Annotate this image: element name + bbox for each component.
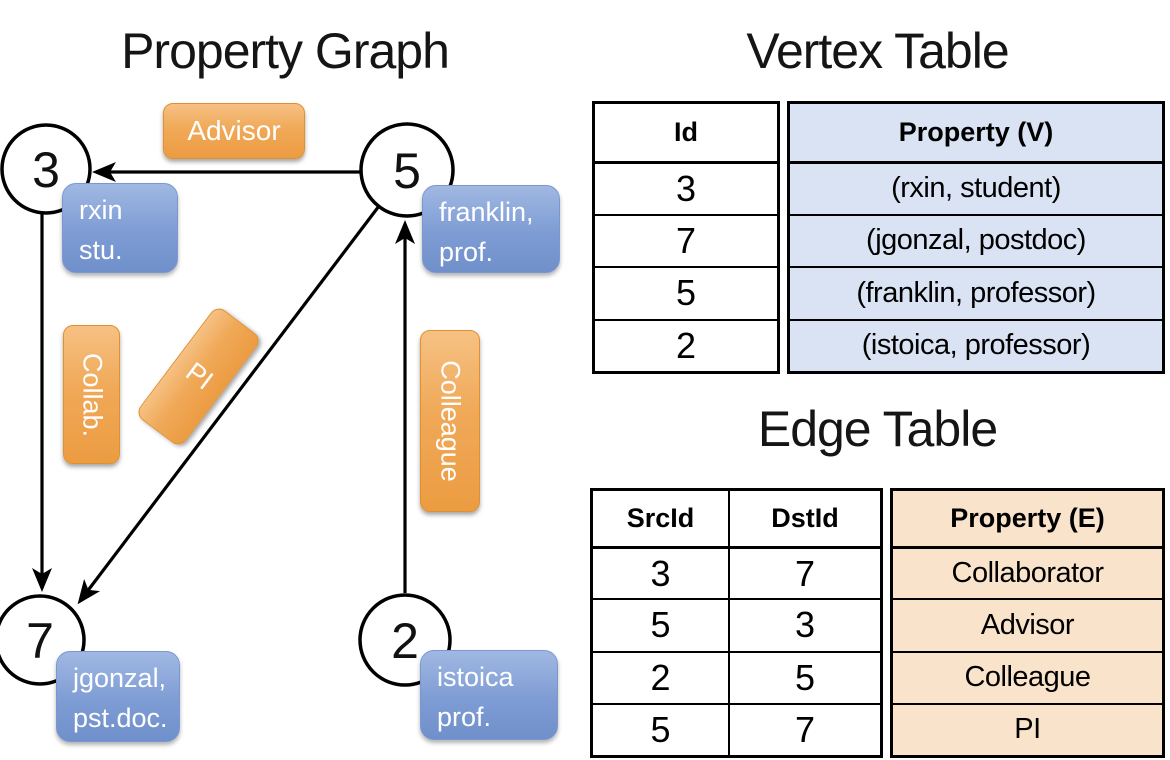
edge-table-dst-cell: 7	[728, 546, 880, 599]
edge-label-colleague: Colleague	[420, 330, 480, 512]
vertex-table-id-column: Id 3 7 5 2	[592, 101, 780, 374]
vertex-table-id-cell: 7	[595, 213, 777, 267]
vertex-table-property-cell: (istoica, professor)	[790, 318, 1162, 372]
vertex-table-property-cell: (rxin, student)	[790, 161, 1162, 214]
vertex-property-label-2: istoica prof.	[420, 650, 558, 740]
edge-table-property-cell: Collaborator	[893, 546, 1162, 598]
edge-table-dst-cell: 7	[728, 702, 880, 755]
graph-canvas: 3 5 7 2	[0, 122, 455, 687]
edge-arrow-pi-5-to-7	[77, 205, 381, 605]
edge-table-property-cell: Advisor	[893, 598, 1162, 650]
edge-label-pi-text: PI	[179, 356, 219, 396]
edge-table-property-cell: Colleague	[893, 650, 1162, 703]
vertex-table-property-cell: (jgonzal, postdoc)	[790, 213, 1162, 267]
vertex-table-property-cell: (franklin, professor)	[790, 266, 1162, 319]
node-id-3: 3	[32, 142, 60, 198]
vertex-property-7-line2: pst.doc.	[73, 703, 168, 733]
edge-table-src-cell: 5	[593, 702, 728, 755]
edge-table-property-column: Property (E) Collaborator Advisor Collea…	[890, 488, 1165, 758]
vertex-property-2-line1: istoica	[437, 662, 514, 692]
edge-label-advisor-text: Advisor	[187, 115, 281, 146]
edge-table-src-cell: 5	[593, 598, 728, 650]
vertex-table-header-id: Id	[674, 117, 698, 147]
edge-table-dst-cell: 3	[728, 598, 880, 651]
vertex-table-property-column: Property (V) (rxin, student) (jgonzal, p…	[787, 101, 1165, 374]
vertex-property-7-line1: jgonzal,	[73, 663, 167, 693]
vertex-table-id-cell: 2	[595, 318, 777, 372]
edge-table-header-srcid: SrcId	[626, 503, 695, 533]
edge-table-src-dst-columns: SrcId DstId 3 7 5 3 2 5 5 7	[590, 488, 883, 758]
vertex-property-2-line2: prof.	[437, 702, 492, 732]
edge-label-collab: Collab.	[63, 325, 120, 464]
edge-label-collab-text: Collab.	[77, 352, 107, 437]
edge-table-src-cell: 2	[593, 650, 728, 703]
vertex-property-label-7: jgonzal, pst.doc.	[56, 651, 180, 742]
vertex-table-id-cell: 5	[595, 266, 777, 319]
edge-table-title: Edge Table	[757, 401, 998, 457]
vertex-table-header-property: Property (V)	[898, 117, 1054, 147]
edge-table-header-dstid: DstId	[728, 491, 880, 546]
edge-table-src-cell: 3	[593, 546, 728, 598]
edge-table-dst-cell: 5	[728, 650, 880, 703]
vertex-property-label-3: rxin stu.	[62, 183, 178, 273]
vertex-property-5-line1: franklin,	[439, 197, 534, 227]
vertex-table-id-cell: 3	[595, 161, 777, 214]
edge-label-colleague-text: Colleague	[435, 360, 466, 482]
node-id-2: 2	[391, 613, 419, 669]
vertex-property-label-5: franklin, prof.	[422, 185, 560, 273]
vertex-property-3-line2: stu.	[79, 235, 123, 265]
node-id-7: 7	[26, 613, 54, 669]
edge-table-property-cell: PI	[893, 702, 1162, 755]
edge-label-advisor: Advisor	[163, 103, 305, 159]
vertex-property-5-line2: prof.	[439, 237, 494, 267]
vertex-table-title: Vertex Table	[746, 23, 1009, 79]
property-graph-title: Property Graph	[121, 23, 450, 79]
node-id-5: 5	[393, 143, 421, 199]
edge-table-header-property: Property (E)	[950, 503, 1105, 533]
vertex-property-3-line1: rxin	[79, 195, 123, 225]
